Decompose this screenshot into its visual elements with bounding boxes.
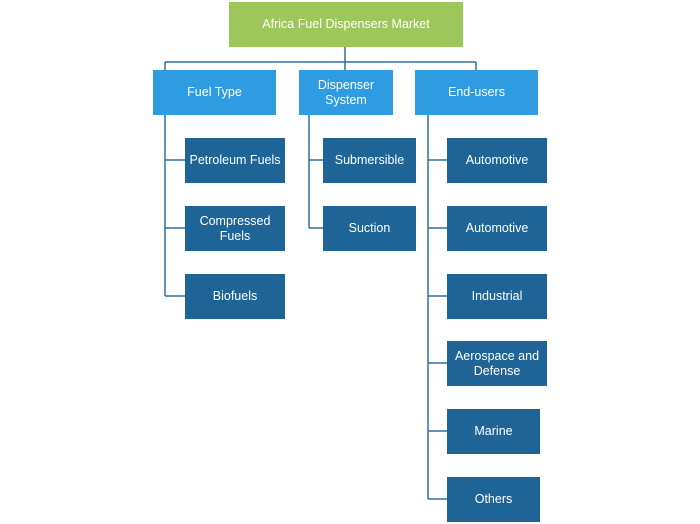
- leaf-biofuels: Biofuels: [185, 274, 285, 319]
- category-end-users: End-users: [415, 70, 538, 115]
- leaf-compressed-fuels: Compressed Fuels: [185, 206, 285, 251]
- leaf-automotive-1: Automotive: [447, 138, 547, 183]
- leaf-marine: Marine: [447, 409, 540, 454]
- leaf-suction: Suction: [323, 206, 416, 251]
- category-fuel-type: Fuel Type: [153, 70, 276, 115]
- leaf-submersible: Submersible: [323, 138, 416, 183]
- leaf-aerospace-and-defense: Aerospace and Defense: [447, 341, 547, 386]
- leaf-petroleum-fuels: Petroleum Fuels: [185, 138, 285, 183]
- leaf-industrial: Industrial: [447, 274, 547, 319]
- category-dispenser-system: Dispenser System: [299, 70, 393, 115]
- root-node: Africa Fuel Dispensers Market: [229, 2, 463, 47]
- leaf-automotive-2: Automotive: [447, 206, 547, 251]
- leaf-others: Others: [447, 477, 540, 522]
